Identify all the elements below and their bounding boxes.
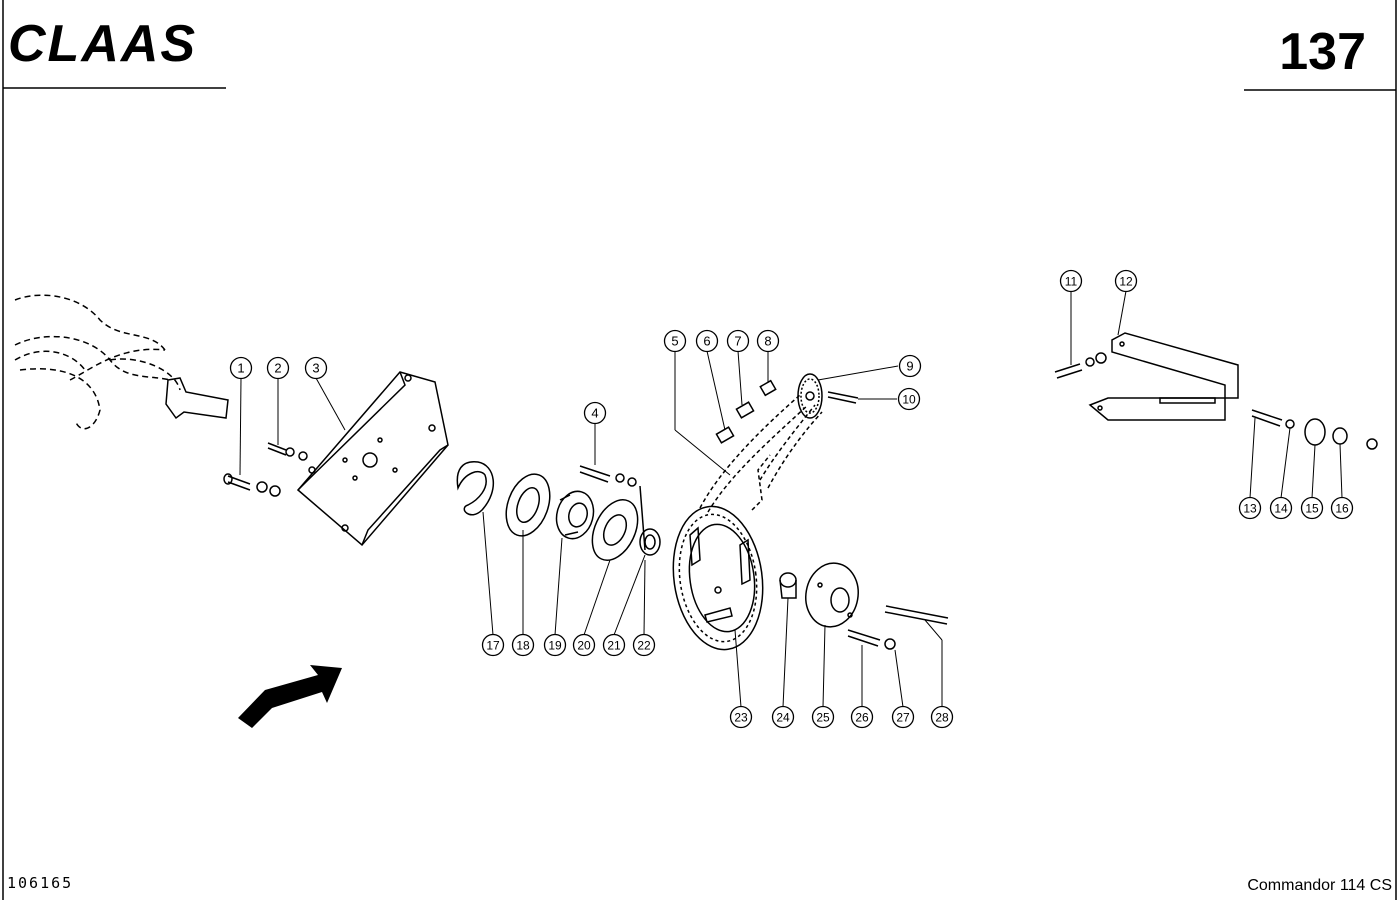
small-sprocket [797,373,823,419]
model-name: Commandor 114 CS [1247,877,1392,894]
auger-shaft [165,377,229,420]
callout-label: 24 [776,711,790,725]
callout-19: 19 [543,633,567,657]
parts-13-16 [1251,409,1378,450]
callout-label: 28 [935,711,949,725]
leader-lines [239,290,1343,708]
bolt-11 [1054,352,1107,379]
callout-10: 10 [897,387,921,411]
chain-links [715,379,777,444]
callout-label: 8 [764,334,771,349]
callout-label: 25 [816,711,830,725]
bolt-10 [827,391,859,404]
circlip [456,461,495,516]
callout-26: 26 [850,705,874,729]
callout-label: 18 [516,639,530,653]
callout-label: 23 [734,711,748,725]
callout-21: 21 [602,633,626,657]
auger-outline [14,294,181,430]
bearing-19 [555,490,595,540]
callout-label: 20 [577,639,591,653]
callout-3: 3 [304,356,328,380]
page-number: 137 [1279,23,1366,81]
callout-label: 14 [1274,502,1288,516]
callout-13: 13 [1238,496,1262,520]
bolt-4 [579,465,646,551]
callout-label: 5 [671,334,678,349]
spacer-24 [779,572,797,599]
direction-arrow [238,665,342,728]
callout-label: 3 [312,361,319,376]
callout-label: 22 [637,639,651,653]
callout-7: 7 [726,329,750,353]
callout-1: 1 [229,356,253,380]
callout-18: 18 [511,633,535,657]
callout-label: 12 [1119,275,1133,289]
callout-8: 8 [756,329,780,353]
callout-16: 16 [1330,496,1354,520]
callout-label: 10 [902,393,916,407]
drive-chain [699,394,823,513]
callout-12: 12 [1114,269,1138,293]
callout-28: 28 [930,705,954,729]
ring-18 [505,473,551,537]
callout-14: 14 [1269,496,1293,520]
callout-label: 27 [896,711,910,725]
bolts-26-28 [847,605,949,650]
callout-label: 1 [237,361,244,376]
flange-20 [591,499,639,561]
callout-label: 17 [486,639,500,653]
bracket-12 [1088,332,1239,421]
callout-label: 16 [1335,502,1349,516]
callout-label: 2 [274,361,281,376]
callout-4: 4 [583,401,607,425]
hub-25 [805,562,859,628]
callout-20: 20 [572,633,596,657]
claas-logo: CLAAS [8,15,198,73]
callout-23: 23 [729,705,753,729]
callout-17: 17 [481,633,505,657]
callout-label: 13 [1243,502,1257,516]
callout-label: 6 [703,334,710,349]
mounting-plate [296,371,449,547]
callout-5: 5 [663,329,687,353]
callout-label: 15 [1305,502,1319,516]
callout-24: 24 [771,705,795,729]
callout-9: 9 [898,354,922,378]
callout-label: 4 [591,406,598,421]
callout-label: 11 [1065,275,1078,289]
callout-11: 11 [1059,269,1083,293]
callout-label: 9 [906,359,913,374]
callout-label: 26 [855,711,869,725]
callout-27: 27 [891,705,915,729]
callout-2: 2 [266,356,290,380]
large-sprocket [672,505,764,651]
callout-label: 21 [607,639,621,653]
callout-6: 6 [695,329,719,353]
callout-22: 22 [632,633,656,657]
callout-label: 7 [734,334,741,349]
document-number: 106165 [7,874,74,892]
bolts-1-2 [223,442,308,497]
callout-25: 25 [811,705,835,729]
callout-label: 19 [548,639,562,653]
callout-15: 15 [1300,496,1324,520]
